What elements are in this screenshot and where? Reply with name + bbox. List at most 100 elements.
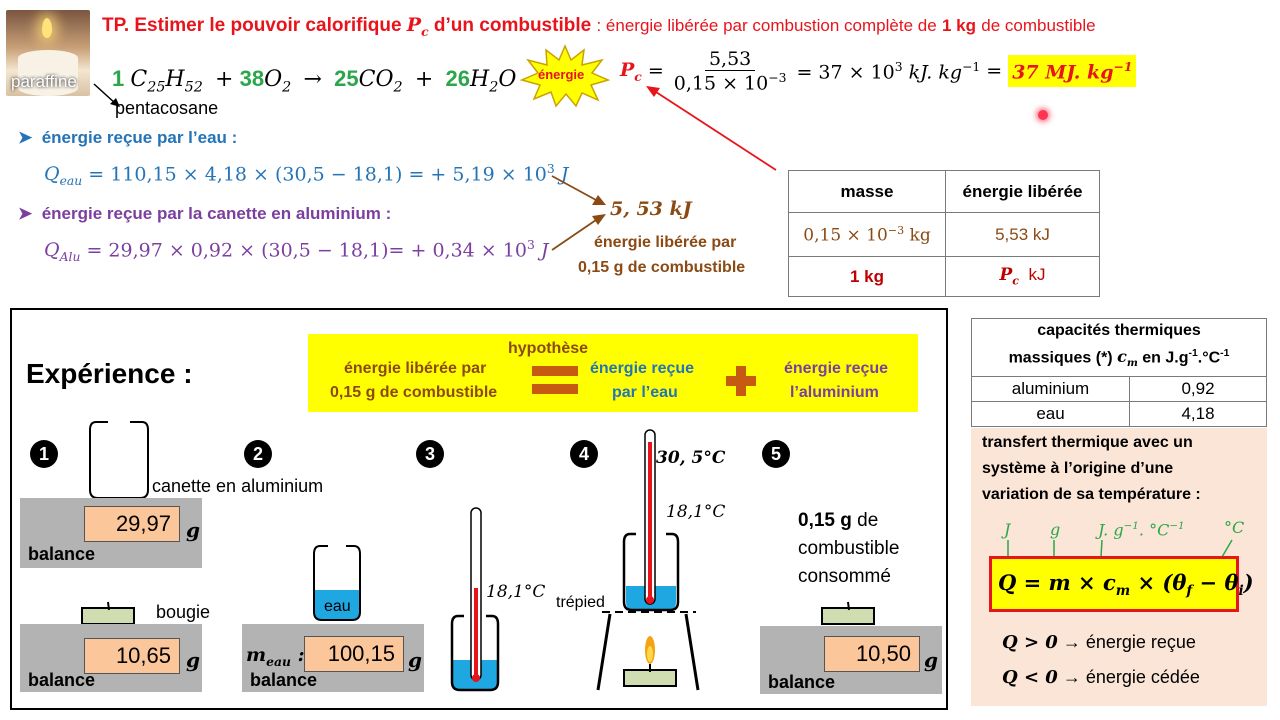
definition-suffix: de combustible [981, 16, 1096, 35]
candle-label: paraffine [11, 72, 77, 91]
table-row2-mass: 1 kg [788, 256, 946, 297]
equals-sign-icon [532, 366, 578, 396]
rule-negative: Q < 0 → énergie cédée [1002, 667, 1200, 688]
step-3-badge: 3 [416, 440, 444, 468]
balance-2-unit: g [186, 648, 200, 672]
unit-deg: °C [1224, 518, 1245, 537]
transfer-formula-box [989, 556, 1239, 612]
step5-text-3: consommé [798, 566, 891, 587]
unit-g: g [1050, 520, 1061, 539]
candle-body [18, 50, 78, 96]
balance-4-display: 10,50 [824, 636, 920, 672]
title-text: TP. Estimer le pouvoir calorifique [102, 15, 402, 36]
pentacosane-arrow [93, 83, 120, 107]
beaker-thermometer-icon [450, 507, 500, 692]
balance-3-display: 100,15 [304, 636, 404, 672]
coef-2: 38 [239, 66, 265, 91]
unit-cm: J. g−1. °C−1 [1098, 520, 1185, 540]
molecule-name: pentacosane [115, 98, 219, 118]
balance-4-label: balance [768, 672, 836, 692]
table-header-mass: masse [788, 170, 946, 213]
balance-2-label: balance [28, 670, 96, 690]
water-bullet-icon: ➤ [18, 128, 33, 147]
hyp-mid-2: par l’eau [612, 384, 678, 401]
sum-arrows [551, 175, 606, 251]
balance-1-unit: g [186, 518, 200, 542]
title-symbol: Pc [406, 14, 429, 39]
hypothesis-banner [308, 334, 918, 412]
capacity-eau-value: 4,18 [1129, 400, 1267, 427]
q-alu-unit: J [540, 239, 549, 262]
step3-temperature: 18,1°C [486, 582, 546, 602]
table-row1-mass: 0,15 × 10−3 kg [788, 212, 946, 257]
q-eau-unit: J [560, 163, 569, 186]
coef-3: 25 [334, 66, 359, 91]
energy-burst-icon [520, 44, 610, 108]
step-1-badge: 1 [30, 440, 58, 468]
aluminium-can-icon [89, 421, 149, 499]
total-caption-2: 0,15 g de combustible [578, 259, 746, 276]
capacity-header: capacités thermiques massiques (*) cm en… [971, 318, 1267, 377]
hyp-mid-1: énergie reçue [590, 360, 695, 377]
title-suffix: d’un combustible [433, 15, 592, 36]
red-pointer-arrow [646, 86, 777, 171]
reactant-1: C25H52 [130, 67, 203, 96]
reactant-2: O2 [264, 67, 292, 96]
pc-denominator: 0,15 × 10−3 [673, 71, 787, 95]
q-alu-symbol: QAlu [44, 239, 81, 265]
candle-icon-1 [81, 601, 135, 625]
product-2: H2O [470, 67, 517, 96]
water-formula: Qeau = 110,15 × 4,18 × (30,5 − 18,1) = +… [44, 162, 568, 188]
transfer-text-2: système à l’origine d’une [982, 460, 1174, 477]
water-label: eau [324, 598, 351, 615]
step4-temperature-initial: 18,1°C [666, 502, 726, 522]
candle-label: bougie [156, 602, 211, 622]
candle-photo [6, 10, 90, 96]
aluminium-heading: ➤ énergie reçue par la canette en alumin… [18, 204, 392, 223]
hyp-left-2: 0,15 g de combustible [330, 384, 498, 401]
plus-2: + [414, 67, 434, 92]
capacity-eau-name: eau [971, 400, 1130, 427]
aluminium-bullet-icon: ➤ [18, 204, 33, 223]
can-label: canette en aluminium [152, 476, 324, 496]
q-alu-expression: = 29,97 × 0,92 × (30,5 − 18,1)= + 0,34 ×… [86, 239, 527, 262]
laser-pointer-dot [1038, 110, 1048, 120]
transfer-text-1: transfert thermique avec un [982, 434, 1193, 451]
step5-text-1: 0,15 g de [798, 510, 879, 531]
can-with-water-icon [313, 545, 361, 621]
hyp-left-1: énergie libérée par [344, 360, 487, 377]
definition-bold: 1 kg [941, 16, 976, 35]
m-eau-symbol: meau : [246, 644, 305, 669]
pc-middle: = 37 × 103 kJ. kg−1 [796, 59, 981, 83]
experience-panel [10, 308, 948, 710]
experience-title: Expérience : [26, 358, 193, 389]
q-eau-symbol: Qeau [44, 163, 83, 189]
q-eau-expression: = 110,15 × 4,18 × (30,5 − 18,1) = + 5,19… [88, 163, 547, 186]
balance-1-display: 29,97 [84, 506, 180, 542]
candle-icon-2 [821, 601, 875, 625]
product-1: CO2 [358, 67, 403, 96]
hyp-right-2: l’aluminium [790, 384, 879, 401]
balance-4-unit: g [924, 648, 938, 672]
step4-temperature-final: 30, 5°C [656, 448, 726, 468]
step-5-badge: 5 [762, 440, 790, 468]
pc-symbol: Pc [620, 58, 642, 84]
pc-formula: Pc = 5,53 0,15 × 10−3 = 37 × 103 kJ. kg−… [620, 48, 1137, 95]
table-header-energy: énergie libérée [945, 170, 1100, 213]
plus-1: + [215, 67, 234, 92]
balance-3-label: balance [250, 670, 318, 690]
combustion-equation: 1 C25H52 + 38O2 → 25CO2 + 26H2O [112, 66, 516, 95]
capacity-table: capacités thermiques massiques (*) cm en… [971, 318, 1267, 427]
pc-equals: = [647, 60, 664, 83]
capacity-aluminium-value: 0,92 [1129, 375, 1267, 402]
transfer-formula: Q = m × cm × (θf − θi) [998, 570, 1254, 600]
capacity-aluminium-name: aluminium [971, 375, 1130, 402]
step5-text-2: combustible [798, 538, 900, 559]
pc-equals-2: = [986, 60, 1003, 83]
transfer-text-3: variation de sa température : [982, 486, 1201, 503]
rule-positive: Q > 0 → énergie reçue [1002, 632, 1196, 653]
plus-sign-icon [726, 366, 756, 396]
pc-numerator: 5,53 [704, 48, 756, 71]
balance-1-label: balance [28, 544, 96, 564]
definition-prefix: : énergie libérée par combustion complèt… [596, 16, 937, 35]
